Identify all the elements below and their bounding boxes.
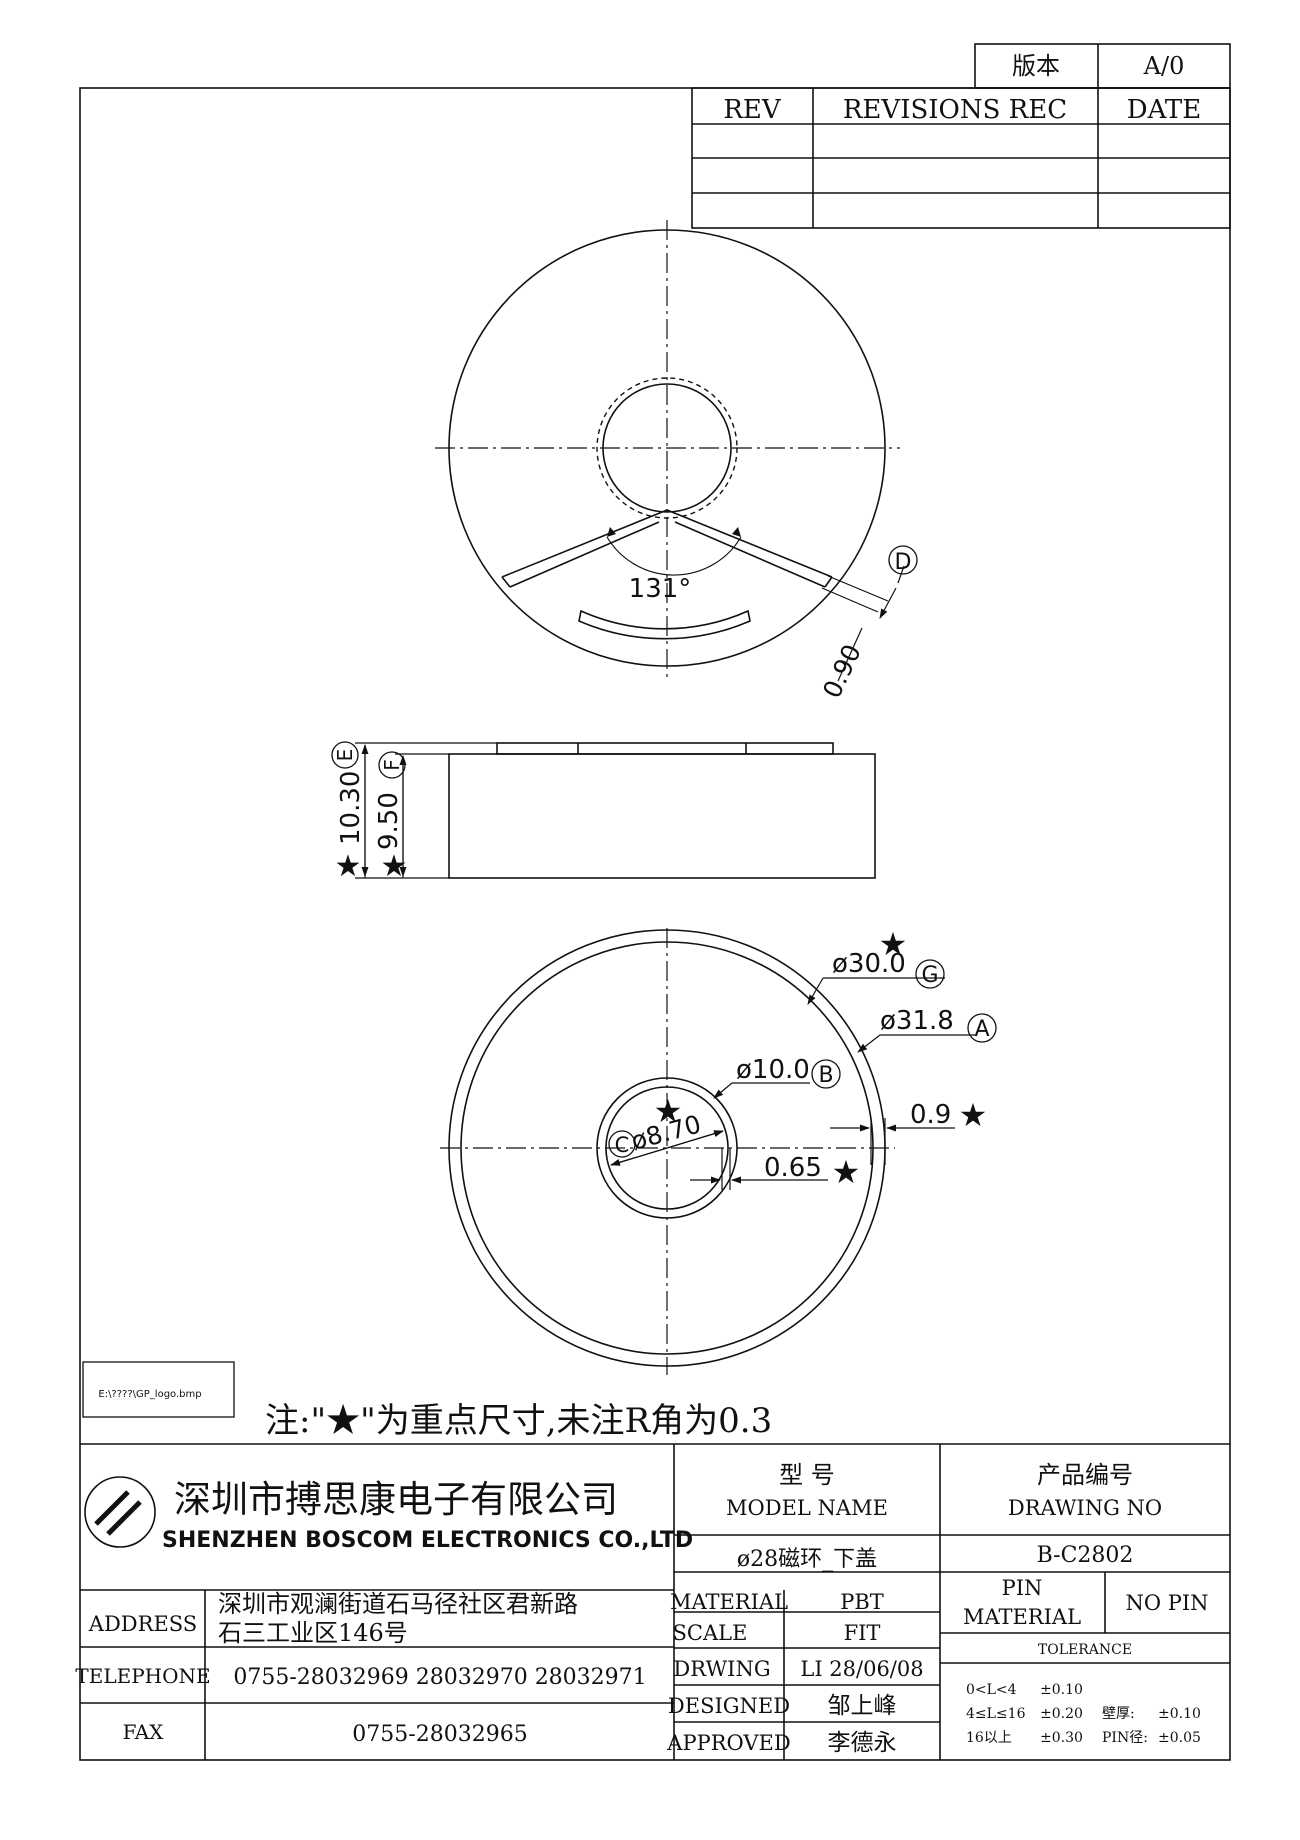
tol-row3-range: 16以上 (966, 1730, 1012, 1746)
address-line2: 石三工业区146号 (218, 1619, 408, 1647)
side-view: 10.30 9.50 E F ★ ★ (331, 741, 876, 884)
angle-label: 131° (629, 574, 692, 604)
tol-row3-value: ±0.30 (1040, 1730, 1083, 1746)
tol-row2-extra-value: ±0.10 (1158, 1706, 1201, 1722)
tag-d-letter: D (895, 550, 912, 575)
tag-d: D (888, 545, 918, 575)
rev-header: REV (723, 95, 782, 125)
dim-065: 0.65 (764, 1153, 822, 1183)
angle-arrow-left (607, 527, 616, 537)
telephone-value: 0755-28032969 28032970 28032971 (233, 1665, 646, 1690)
dia-100: ø10.0 (736, 1055, 810, 1085)
date-header: DATE (1127, 95, 1202, 125)
designed-value: 邹上峰 (828, 1693, 897, 1719)
tol-row1-range: 0<L<4 (966, 1682, 1017, 1698)
side-body (448, 753, 876, 879)
tol-row2-value: ±0.20 (1040, 1706, 1083, 1722)
designed-label: DESIGNED (668, 1694, 790, 1718)
tag-c: C (608, 1130, 636, 1158)
pin-material-value: NO PIN (1125, 1591, 1208, 1615)
dim-height-total: 10.30 (336, 771, 366, 845)
star-side-1: ★ (335, 849, 362, 884)
tol-row1-value: ±0.10 (1040, 1682, 1083, 1698)
bottom-boss-inner (605, 1086, 729, 1210)
company-name-en: SHENZHEN BOSCOM ELECTRONICS CO.,LTD (162, 1528, 693, 1553)
tag-c-letter: C (615, 1133, 630, 1157)
address-label: ADDRESS (88, 1612, 197, 1636)
tag-e: E (331, 741, 359, 769)
star-09: ★ (959, 1096, 988, 1134)
top-outer-circle (448, 229, 886, 667)
drawing-no-label-en: DRAWING NO (1008, 1496, 1162, 1520)
star-c: ★ (654, 1092, 683, 1130)
scale-label: SCALE (673, 1621, 748, 1645)
tag-f-letter: F (380, 759, 404, 771)
tag-g-letter: G (921, 963, 938, 988)
top-hidden-circle (596, 377, 738, 519)
material-label: MATERIAL (670, 1590, 788, 1614)
pin-material-label1: PIN (1002, 1576, 1043, 1600)
v-slot (501, 509, 833, 588)
dim-090: 0.90 (817, 565, 905, 703)
version-box: 版本 A/0 (974, 43, 1231, 89)
bottom-boss-outer (596, 1077, 738, 1219)
side-top-rim (496, 742, 834, 755)
tag-a: A (967, 1013, 997, 1043)
scale-value: FIT (844, 1621, 881, 1645)
dia-318: ø31.8 (880, 1006, 954, 1036)
tag-b-letter: B (818, 1063, 833, 1088)
logo-placeholder: E:\????\GP_logo.bmp (82, 1361, 235, 1418)
tag-b: B (811, 1059, 841, 1089)
arc-slot (578, 609, 751, 640)
pin-material-label2: MATERIAL (963, 1605, 1081, 1629)
tol-row3-extra-label: PIN径: (1102, 1730, 1148, 1746)
dia-300: ø30.0 (832, 949, 906, 979)
drwing-label: DRWING (673, 1657, 770, 1681)
star-065: ★ (832, 1153, 861, 1191)
angle-arrow-right (732, 527, 741, 537)
dim-09: 0.9 (910, 1100, 951, 1130)
dim-height-body: 9.50 (374, 792, 404, 850)
tag-g: G (915, 959, 945, 989)
top-inner-hole (602, 383, 732, 513)
company-logo-icon (84, 1476, 156, 1548)
approved-label: APPROVED (666, 1731, 790, 1755)
bottom-view: ø30.0 G ★ ø31.8 A ø10.0 B ø8.70 C ★ (440, 925, 997, 1375)
revisions-rec-header: REVISIONS REC (843, 95, 1067, 125)
drwing-value: LI 28/06/08 (800, 1657, 923, 1681)
tag-e-letter: E (333, 749, 357, 762)
fax-value: 0755-28032965 (352, 1722, 527, 1747)
top-view: 131° 0.90 D (435, 220, 918, 703)
version-value: A/0 (1143, 52, 1185, 80)
drawing-no-label-cn: 产品编号 (1037, 1461, 1133, 1489)
title-block: 深圳市搏思康电子有限公司 SHENZHEN BOSCOM ELECTRONICS… (75, 1443, 1230, 1760)
model-label-en: MODEL NAME (726, 1496, 888, 1520)
tag-f: F (378, 751, 406, 779)
dim-090-label: 0.90 (817, 640, 867, 703)
sheet-border (79, 87, 1231, 1761)
company-name-cn: 深圳市搏思康电子有限公司 (174, 1478, 618, 1521)
tol-row3-extra-value: ±0.05 (1158, 1730, 1201, 1746)
star-g: ★ (879, 925, 908, 963)
tol-row2-extra-label: 壁厚: (1102, 1706, 1135, 1722)
approved-value: 李德永 (828, 1730, 897, 1756)
revision-table: REV REVISIONS REC DATE (691, 87, 1231, 229)
model-label-cn: 型 号 (779, 1461, 835, 1489)
tolerance-label: TOLERANCE (1038, 1642, 1132, 1658)
telephone-label: TELEPHONE (75, 1664, 210, 1688)
star-side-2: ★ (381, 849, 408, 884)
version-label: 版本 (1012, 52, 1060, 80)
bottom-inner-wall (460, 941, 874, 1355)
angle-arc (606, 536, 742, 576)
drawing-note: 注:"★"为重点尺寸,未注R角为0.3 (265, 1401, 772, 1441)
logo-placeholder-text: E:\????\GP_logo.bmp (98, 1389, 201, 1400)
tag-a-letter: A (974, 1017, 989, 1042)
drawing-no-value: B-C2802 (1037, 1543, 1134, 1568)
material-value: PBT (840, 1590, 884, 1614)
model-value: ø28磁环_下盖 (737, 1547, 877, 1572)
address-line1: 深圳市观澜街道石马径社区君新路 (218, 1590, 578, 1618)
tol-row2-range: 4≤L≤16 (966, 1706, 1026, 1722)
fax-label: FAX (123, 1720, 165, 1744)
